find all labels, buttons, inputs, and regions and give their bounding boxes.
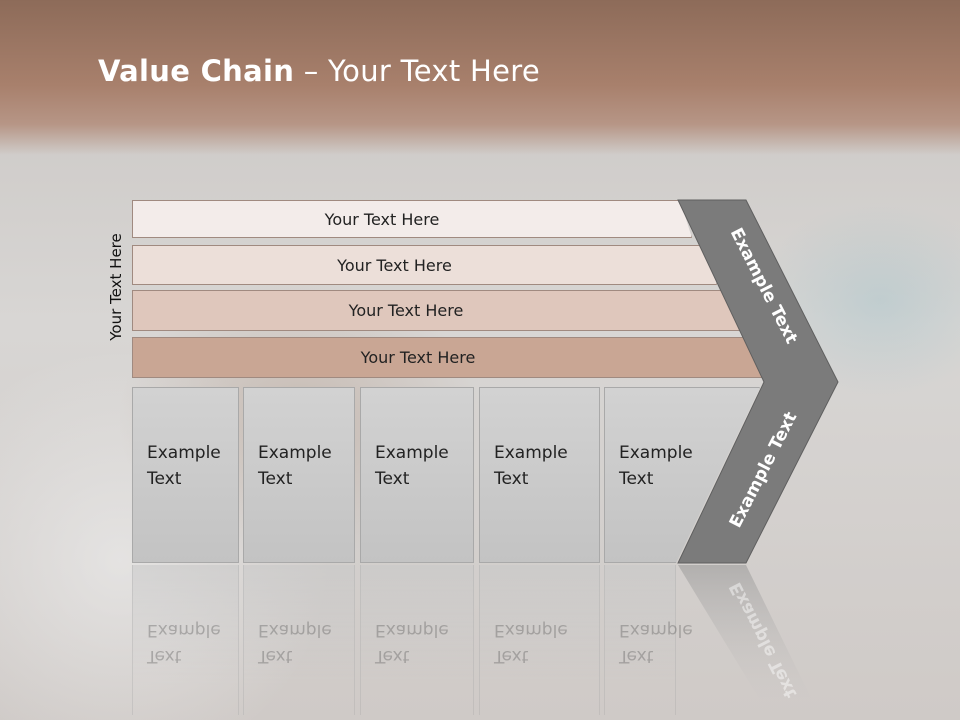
title-bold: Value Chain <box>98 54 295 88</box>
reflection-line1: Text <box>619 646 654 666</box>
activity-box-1-reflection: Text Example <box>132 565 239 715</box>
activity-box-5-reflection: Text Example <box>604 565 693 715</box>
reflection-line2: Example <box>258 620 332 640</box>
row-label: Your Text Here <box>360 348 476 367</box>
box-text-line2: Text <box>619 469 654 489</box>
value-row-4: Your Text Here <box>132 337 764 378</box>
value-row-2: Your Text Here <box>132 245 717 285</box>
box-text-line2: Text <box>494 469 529 489</box>
value-row-3: Your Text Here <box>132 290 740 331</box>
reflection-line1: Text <box>494 646 529 666</box>
value-row-1: Your Text Here <box>132 200 692 238</box>
box-text-line2: Text <box>258 469 293 489</box>
reflection-line1: Text <box>375 646 410 666</box>
reflection-line1: Text <box>258 646 293 666</box>
box-text-line2: Text <box>375 469 410 489</box>
box-text-line2: Text <box>147 469 182 489</box>
box-text-line1: Example <box>494 443 568 463</box>
title-rest: – Your Text Here <box>294 54 540 88</box>
chevron-reflection <box>678 565 812 700</box>
box-text-line1: Example <box>619 443 693 463</box>
row-label: Your Text Here <box>348 301 464 320</box>
box-text-line1: Example <box>258 443 332 463</box>
activity-box-4-reflection: Text Example <box>479 565 600 715</box>
reflection-line1: Text <box>147 646 182 666</box>
reflection-line2: Example <box>375 620 449 640</box>
row-label: Your Text Here <box>337 255 452 275</box>
box-text-line1: Example <box>147 443 221 463</box>
activity-box-2-reflection: Text Example <box>243 565 355 715</box>
activity-box-3-reflection: Text Example <box>360 565 474 715</box>
slide-title: Value Chain – Your Text Here <box>98 54 540 88</box>
reflection-line2: Example <box>619 620 693 640</box>
reflection-line2: Example <box>494 620 568 640</box>
row-label: Your Text Here <box>324 209 440 229</box>
title-band <box>0 0 960 155</box>
chevron-arrow <box>677 199 839 564</box>
reflection-line2: Example <box>147 620 221 640</box>
box-text-line1: Example <box>375 443 449 463</box>
